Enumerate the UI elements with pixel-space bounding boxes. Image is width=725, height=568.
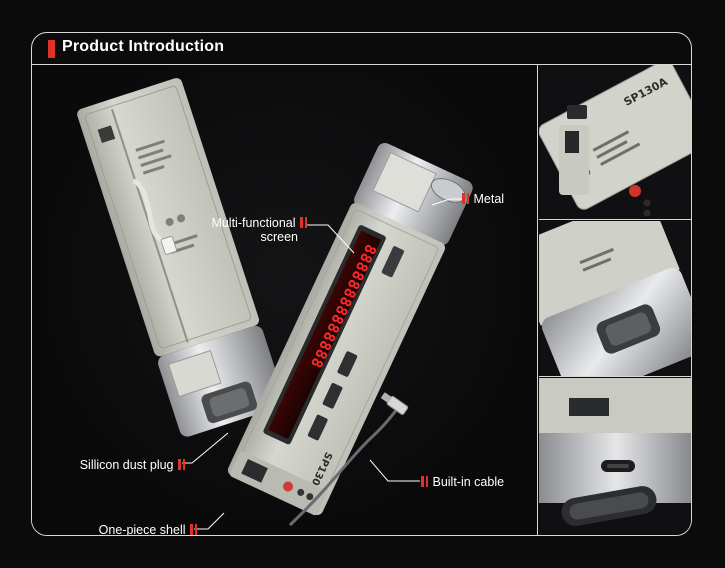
callout-cable: Built-in cable [420,475,504,489]
callout-metal-label: Metal [473,192,504,206]
title-bar: Product Introduction [32,33,691,65]
callout-tick [183,459,186,470]
callout-shell: One-piece shell [88,523,198,536]
callout-tick [195,524,198,535]
callout-shell-label: One-piece shell [99,523,186,536]
callout-tick [190,524,193,535]
callout-tick [467,193,470,204]
callout-dust-plug-label: Sillicon dust plug [80,458,174,472]
device-back-view [76,77,287,439]
callout-tick [421,476,424,487]
detail-metal-end-illustration [539,221,692,377]
title-accent-marker [48,40,55,58]
detail-thumbnail-top-end: SP130A [539,65,692,220]
callout-tick [305,217,308,228]
detail-thumbnail-usb-port [539,378,692,536]
callout-tick [426,476,429,487]
product-frame: Product Introduction [31,32,692,536]
callout-cable-label: Built-in cable [432,475,504,489]
page-title: Product Introduction [62,38,224,56]
detail-usb-port-illustration [539,378,692,536]
callout-tick [462,193,465,204]
callout-screen: Multi-functional screen [208,216,308,244]
main-product-view: 88888888888888 SP130A [32,65,538,536]
detail-thumbnail-metal-end [539,221,692,377]
callout-dust-plug: Sillicon dust plug [62,458,186,472]
callout-tick [178,459,181,470]
callout-screen-label-1: Multi-functional [211,216,295,230]
callout-tick [300,217,303,228]
callout-screen-label-2: screen [260,230,298,244]
detail-top-end-illustration: SP130A [539,65,692,220]
callout-metal: Metal [461,192,504,206]
